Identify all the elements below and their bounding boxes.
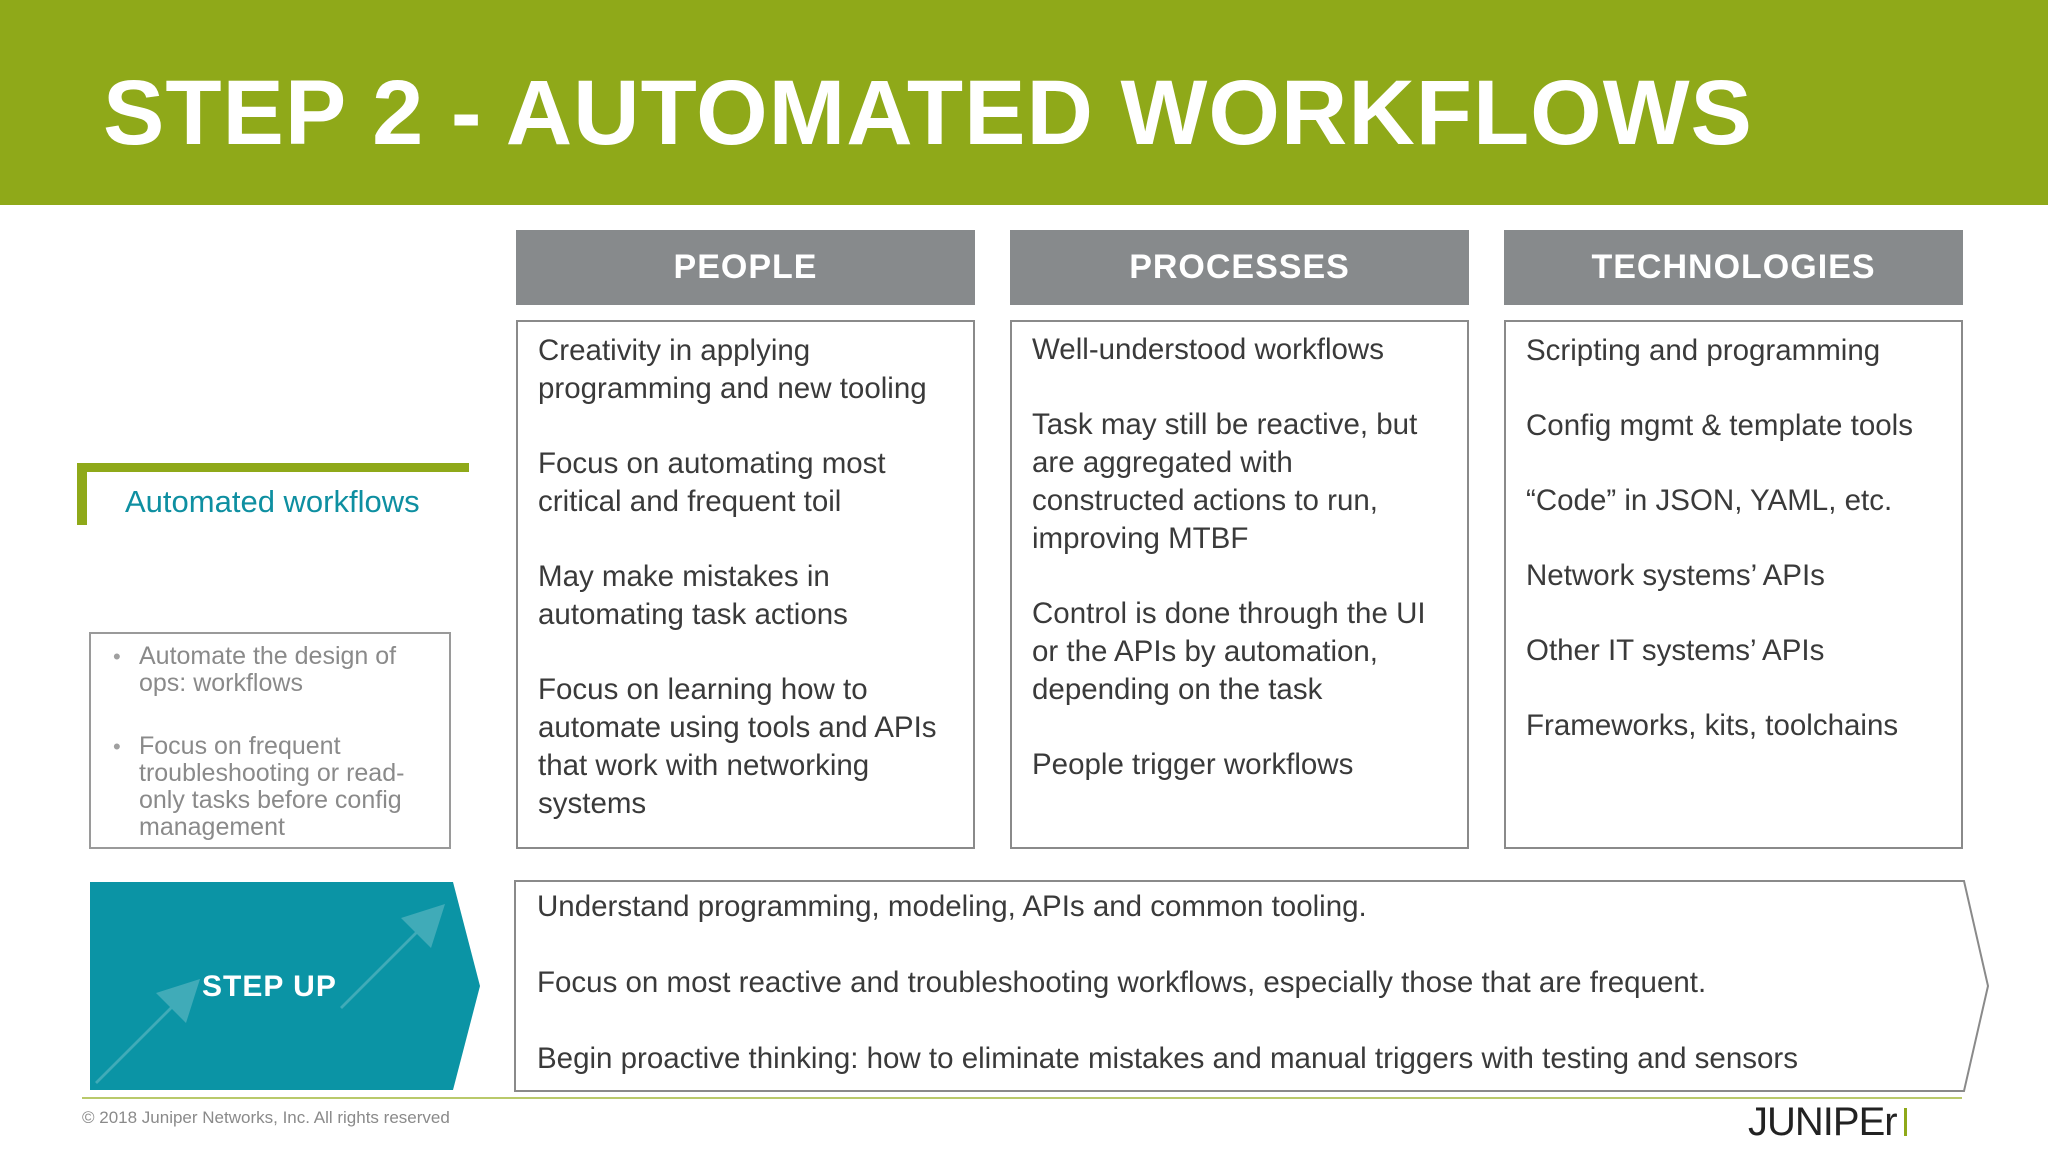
list-item: “Code” in JSON, YAML, etc. (1526, 484, 1893, 517)
arrow-up-icon (95, 904, 445, 1084)
stage-label: Automated workflows (77, 463, 469, 525)
list-item: May make mistakes in automating task act… (538, 560, 848, 631)
step-up-details: Understand programming, modeling, APIs a… (537, 888, 1957, 1116)
list-item: Control is done through the UI or the AP… (1032, 597, 1426, 706)
copyright-text: © 2018 Juniper Networks, Inc. All rights… (82, 1108, 450, 1127)
bullet-item: • Automate the design of ops: workflows (113, 643, 435, 697)
bullet-item: • Focus on frequent troubleshooting or r… (113, 733, 435, 841)
juniper-logo: JUNIPEr (1748, 1100, 1898, 1144)
list-item: Task may still be reactive, but are aggr… (1032, 408, 1418, 555)
column-header-people: PEOPLE (516, 230, 975, 305)
list-item: Focus on learning how to automate using … (538, 673, 937, 820)
bullet-text: Focus on frequent troubleshooting or rea… (139, 732, 405, 841)
list-item: Config mgmt & template tools (1526, 409, 1913, 442)
list-item: Frameworks, kits, toolchains (1526, 709, 1899, 742)
technologies-box: Scripting and programming Config mgmt & … (1504, 320, 1963, 849)
list-item: Other IT systems’ APIs (1526, 634, 1825, 667)
step-up-line: Focus on most reactive and troubleshooti… (537, 966, 1707, 999)
footer-divider (82, 1097, 1962, 1099)
list-item: People trigger workflows (1032, 748, 1354, 781)
list-item: Network systems’ APIs (1526, 559, 1825, 592)
column-header-processes: PROCESSES (1010, 230, 1469, 305)
list-item: Well-understood workflows (1032, 333, 1384, 366)
processes-box: Well-understood workflows Task may still… (1010, 320, 1469, 849)
step-up-label: STEP UP (202, 970, 337, 1003)
title-banner: STEP 2 - AUTOMATED WORKFLOWS (0, 0, 2048, 205)
step-up-line: Begin proactive thinking: how to elimina… (537, 1042, 1798, 1075)
logo-accent-bar (1904, 1108, 1907, 1136)
list-item: Creativity in applying programming and n… (538, 334, 927, 405)
step-up-graphic (90, 882, 480, 1090)
stage-label-text: Automated workflows (125, 484, 420, 519)
bullet-text: Automate the design of ops: workflows (139, 642, 397, 697)
bullet-dot: • (113, 644, 121, 669)
step-up-line: Understand programming, modeling, APIs a… (537, 890, 1367, 923)
step-up-details-box (514, 880, 1990, 1092)
people-box: Creativity in applying programming and n… (516, 320, 975, 849)
list-item: Scripting and programming (1526, 334, 1881, 367)
step-up-shape (90, 882, 480, 1090)
column-header-technologies: TECHNOLOGIES (1504, 230, 1963, 305)
bullet-dot: • (113, 734, 121, 759)
stage-bullet-list: • Automate the design of ops: workflows … (89, 632, 451, 849)
list-item: Focus on automating most critical and fr… (538, 447, 886, 518)
slide-title: STEP 2 - AUTOMATED WORKFLOWS (103, 62, 1753, 164)
